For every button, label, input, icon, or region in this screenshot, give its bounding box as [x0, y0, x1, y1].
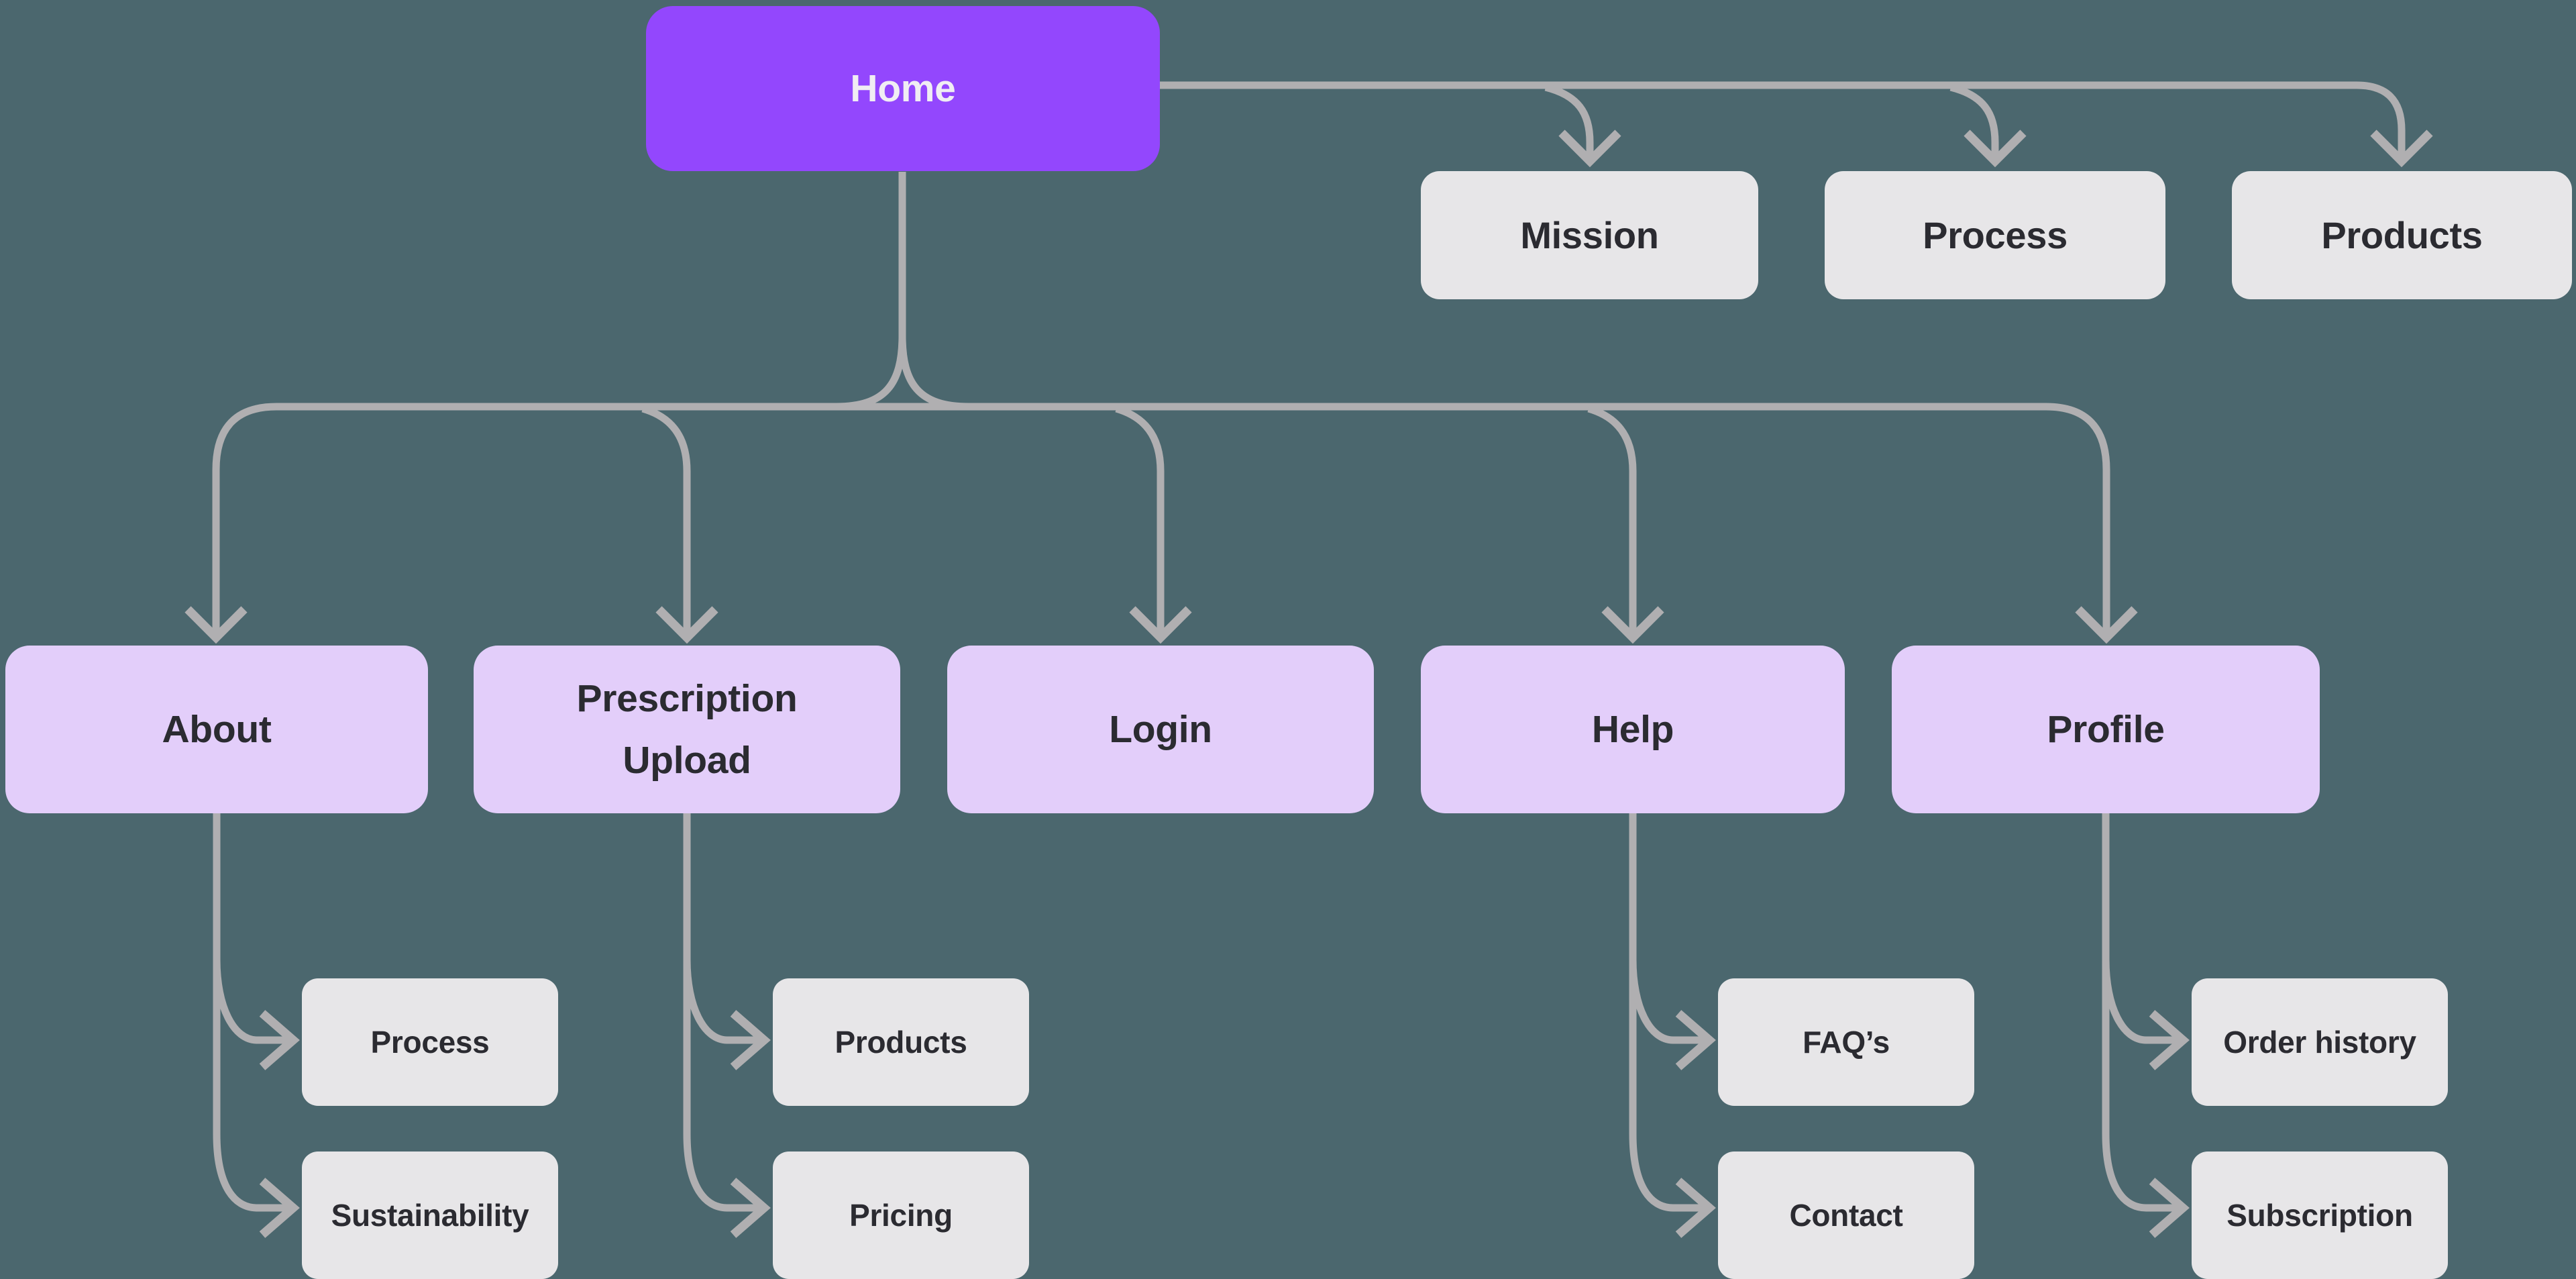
arrowhead-about — [184, 606, 248, 644]
connector-fan-prescription — [641, 405, 691, 637]
node-help-faqs-label: FAQ’s — [1803, 1025, 1890, 1060]
arrowhead-help — [1601, 606, 1664, 644]
arrowhead-mission — [1558, 130, 1621, 168]
node-about-process[interactable]: Process — [302, 978, 558, 1106]
node-profile[interactable]: Profile — [1892, 646, 2320, 813]
node-process-top-label: Process — [1923, 214, 2068, 256]
node-prescription-pricing[interactable]: Pricing — [773, 1152, 1029, 1279]
arrowhead-prescription-products — [730, 1010, 771, 1070]
connector-home-products — [1160, 81, 2406, 161]
arrowhead-prescription — [655, 606, 718, 644]
node-login-label: Login — [1109, 707, 1212, 751]
node-prescription-products-label: Products — [835, 1025, 967, 1060]
node-products-top[interactable]: Products — [2232, 171, 2572, 299]
arrowhead-profile — [2075, 606, 2138, 644]
node-prescription-upload[interactable]: Prescription Upload — [474, 646, 900, 813]
arrowhead-about-sustainability — [259, 1178, 300, 1238]
connector-profile-orderhistory — [2102, 959, 2183, 1044]
connector-fan-login — [1115, 405, 1165, 637]
node-help-label: Help — [1591, 707, 1674, 751]
node-products-top-label: Products — [2321, 214, 2483, 256]
node-process-top[interactable]: Process — [1825, 171, 2165, 299]
connector-help-contact — [1629, 813, 1709, 1212]
node-home-label: Home — [850, 67, 956, 110]
node-about-label: About — [162, 707, 272, 751]
node-profile-subscription-label: Subscription — [2226, 1198, 2413, 1233]
node-help-contact[interactable]: Contact — [1718, 1152, 1974, 1279]
node-help[interactable]: Help — [1421, 646, 1845, 813]
node-about-sustainability[interactable]: Sustainability — [302, 1152, 558, 1279]
node-about-process-label: Process — [370, 1025, 490, 1060]
node-prescription-pricing-label: Pricing — [849, 1198, 953, 1233]
node-profile-label: Profile — [2047, 707, 2165, 751]
node-login[interactable]: Login — [947, 646, 1374, 813]
connector-trunk-flare-right — [898, 335, 969, 411]
arrowhead-help-contact — [1675, 1178, 1716, 1238]
node-profile-order-history[interactable]: Order history — [2192, 978, 2448, 1106]
node-prescription-products[interactable]: Products — [773, 978, 1029, 1106]
node-help-contact-label: Contact — [1789, 1198, 1903, 1233]
arrowhead-about-process — [259, 1010, 300, 1070]
node-profile-order-history-label: Order history — [2223, 1025, 2416, 1060]
arrowhead-help-faqs — [1675, 1010, 1716, 1070]
arrowhead-prescription-pricing — [730, 1178, 771, 1238]
connector-trunk-flare-left — [835, 335, 906, 411]
arrowhead-profile-subscription — [2149, 1178, 2190, 1238]
connector-about-process — [213, 959, 293, 1044]
arrowhead-profile-orderhistory — [2149, 1010, 2190, 1070]
arrowhead-process-top — [1964, 130, 2027, 168]
node-help-faqs[interactable]: FAQ’s — [1718, 978, 1974, 1106]
node-mission[interactable]: Mission — [1421, 171, 1758, 299]
connector-fan-help — [1587, 405, 1637, 637]
node-prescription-upload-label: Prescription Upload — [576, 676, 798, 782]
node-about-sustainability-label: Sustainability — [331, 1198, 529, 1233]
arrowhead-login — [1129, 606, 1192, 644]
connector-profile-subscription — [2102, 813, 2183, 1212]
node-home[interactable]: Home — [646, 6, 1160, 171]
connector-fan-rail — [212, 403, 2110, 637]
connector-about-sustainability — [213, 813, 293, 1212]
node-about[interactable]: About — [5, 646, 428, 813]
connector-help-faqs — [1629, 959, 1709, 1044]
arrowhead-products-top — [2370, 130, 2433, 168]
connector-home-mission — [1544, 83, 1594, 161]
connector-prescription-products — [683, 959, 764, 1044]
node-mission-label: Mission — [1520, 214, 1659, 256]
node-profile-subscription[interactable]: Subscription — [2192, 1152, 2448, 1279]
connector-prescription-pricing — [683, 813, 764, 1212]
connector-home-process — [1949, 83, 1999, 161]
